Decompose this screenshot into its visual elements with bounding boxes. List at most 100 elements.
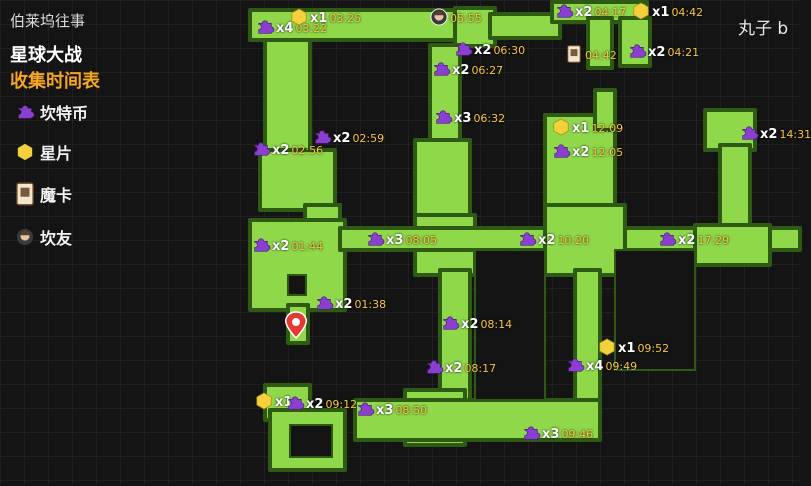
marker-time: 12:05 (591, 146, 624, 159)
puzzle-coin-icon (628, 42, 647, 63)
marker-time: 08:50 (395, 404, 428, 417)
marker-time: 01:44 (291, 240, 324, 253)
map-room (693, 223, 772, 267)
star-shard-icon (290, 8, 308, 29)
magic-card-icon (16, 182, 34, 206)
marker-count: x4 (276, 21, 294, 36)
map-room (353, 398, 602, 442)
puzzle-coin-icon (552, 142, 571, 163)
marker-count: x2 (760, 127, 778, 142)
puzzle-coin-icon (356, 400, 375, 421)
marker-time: 09:12 (325, 398, 358, 411)
marker-time: 02:56 (291, 144, 324, 157)
map-hole (614, 249, 696, 371)
legend-label: 坎友 (40, 229, 73, 248)
map-room (258, 148, 337, 212)
collectible-marker[interactable]: x1 (255, 392, 292, 413)
magic-card-icon (565, 45, 583, 66)
map-subtitle: 收集时间表 (10, 71, 100, 92)
puzzle-coin-icon (566, 356, 585, 377)
marker-time: 08:05 (405, 234, 438, 247)
marker-time: 04:17 (594, 6, 627, 19)
marker-time: 09:52 (637, 342, 670, 355)
puzzle-coin-icon (286, 394, 305, 415)
puzzle-coin-icon (522, 424, 541, 445)
collectible-marker[interactable]: 05:55 (430, 8, 482, 29)
marker-count: x2 (474, 43, 492, 58)
buddy-avatar-icon (430, 8, 448, 29)
map-room (718, 143, 752, 237)
puzzle-coin-icon (18, 105, 34, 119)
marker-time: 04:21 (667, 46, 700, 59)
marker-count: x2 (272, 239, 290, 254)
marker-count: x2 (572, 145, 590, 160)
legend-item-puzzle: 坎特币 (16, 100, 88, 124)
marker-time: 06:27 (471, 64, 504, 77)
marker-count: x4 (586, 359, 604, 374)
puzzle-coin-icon (658, 230, 677, 251)
marker-count: x2 (678, 233, 696, 248)
puzzle-coin-icon (432, 60, 451, 81)
marker-count: x3 (376, 403, 394, 418)
map-hole (287, 274, 307, 296)
legend-item-buddy: 坎友 (16, 225, 72, 249)
map-hole (289, 424, 333, 458)
star-shard-icon (632, 2, 650, 23)
star-shard-icon (255, 392, 273, 413)
game-subtitle: 伯莱坞往事 (10, 12, 86, 30)
marker-count: x1 (310, 11, 328, 26)
puzzle-coin-icon (740, 124, 759, 145)
map-floor (248, 0, 802, 472)
map-room (488, 12, 562, 40)
star-shard-icon (552, 118, 570, 139)
star-shard-icon (598, 338, 616, 359)
marker-time: 04:42 (671, 6, 704, 19)
marker-count: x2 (272, 143, 290, 158)
marker-count: x2 (333, 131, 351, 146)
marker-time: 12:09 (591, 122, 624, 135)
map-room (573, 268, 602, 402)
marker-time: 03:25 (329, 12, 362, 25)
marker-count: x2 (461, 317, 479, 332)
puzzle-coin-icon (434, 108, 453, 129)
map-room (586, 16, 614, 70)
puzzle-coin-icon (454, 40, 473, 61)
puzzle-coin-icon (313, 128, 332, 149)
marker-time: 05:55 (450, 12, 482, 25)
marker-time: 08:17 (464, 362, 497, 375)
map-room (618, 16, 652, 68)
marker-count: x2 (445, 361, 463, 376)
marker-time: 17:29 (697, 234, 730, 247)
collectible-marker[interactable]: 04:42 (565, 45, 617, 66)
puzzle-coin-icon (555, 2, 574, 23)
star-shard-icon (17, 143, 33, 161)
marker-count: x2 (335, 297, 353, 312)
legend-item-card: 魔卡 (16, 182, 72, 206)
legend-label: 坎特币 (40, 104, 89, 123)
